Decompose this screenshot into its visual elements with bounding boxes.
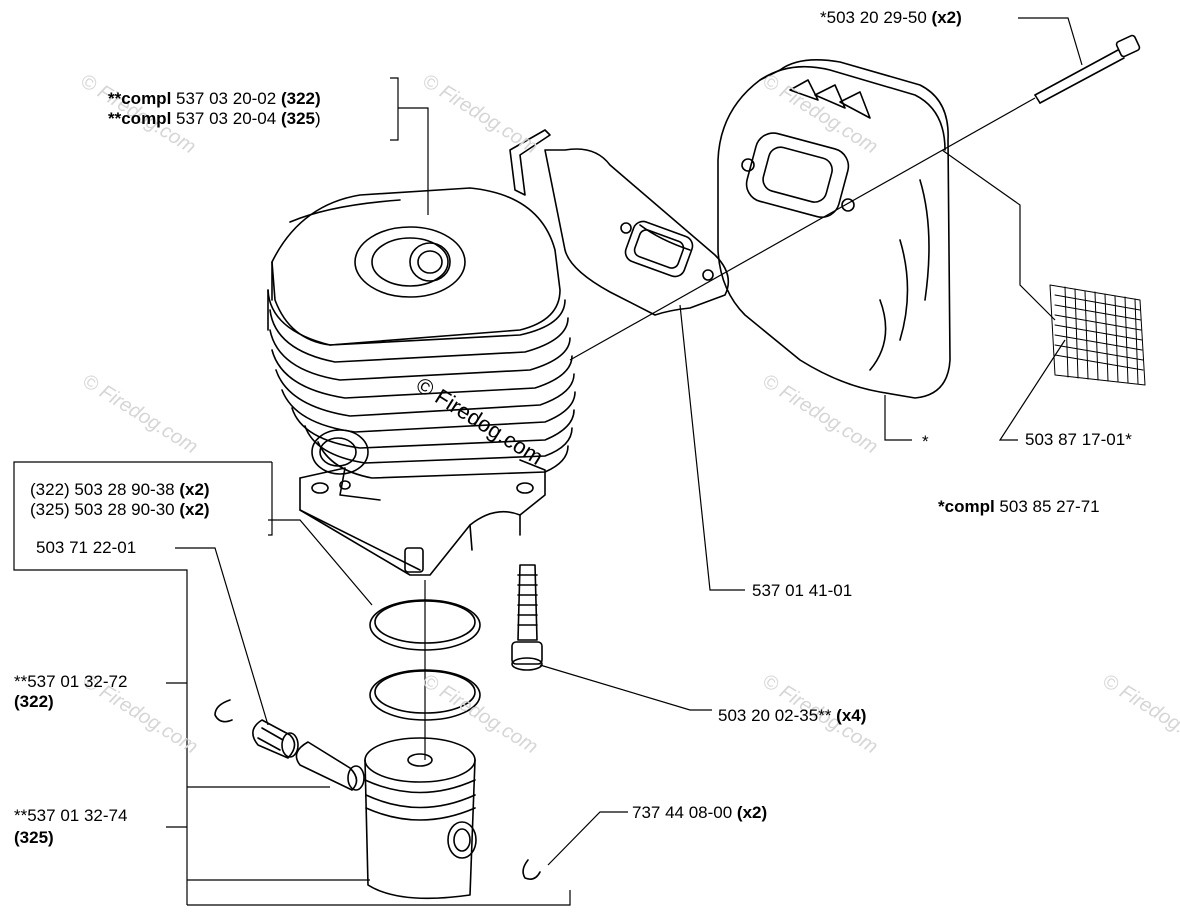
piston-label-322: **537 01 32-72 — [14, 672, 128, 691]
screen-label: 503 87 17-01* — [1025, 430, 1132, 449]
screw-label: 503 20 02-35** (x4) — [718, 706, 867, 725]
gasket-label-325: (325) 503 28 90-30 (x2) — [30, 500, 210, 519]
piston-pin — [295, 741, 365, 791]
circlip-right — [522, 859, 541, 880]
plate-label: 537 01 41-01 — [752, 581, 853, 600]
cylinder-screw — [511, 564, 543, 671]
piston — [364, 737, 477, 900]
piston-model-322: (322) — [14, 692, 54, 711]
piston-label-325: **537 01 32-74 — [14, 806, 128, 825]
gasket-label-322: (322) 503 28 90-38 (x2) — [30, 480, 210, 499]
piston-model-325: (325) — [14, 828, 54, 847]
muffler-bolt — [1034, 34, 1141, 104]
muffler — [717, 59, 951, 399]
cylinder-label-325: **compl 537 03 20-04 (325) — [108, 109, 321, 128]
leader-lines — [13, 17, 1083, 906]
spark-arrestor-screen — [1049, 284, 1146, 386]
muffler-compl-label: *compl 503 85 27-71 — [938, 497, 1100, 516]
needle-bearing — [252, 719, 299, 759]
cylinder-label-322: **compl 537 03 20-02 (322) — [108, 89, 321, 108]
muffler-bolt-label: *503 20 29-50 (x2) — [820, 8, 962, 27]
heat-shield-plate — [509, 129, 730, 316]
circlip-label: 737 44 08-00 (x2) — [632, 803, 768, 822]
circlip-left — [214, 699, 233, 723]
bearing-label: 503 71 22-01 — [36, 538, 137, 557]
cylinder — [267, 187, 576, 576]
muffler-asterisk: * — [922, 432, 929, 451]
